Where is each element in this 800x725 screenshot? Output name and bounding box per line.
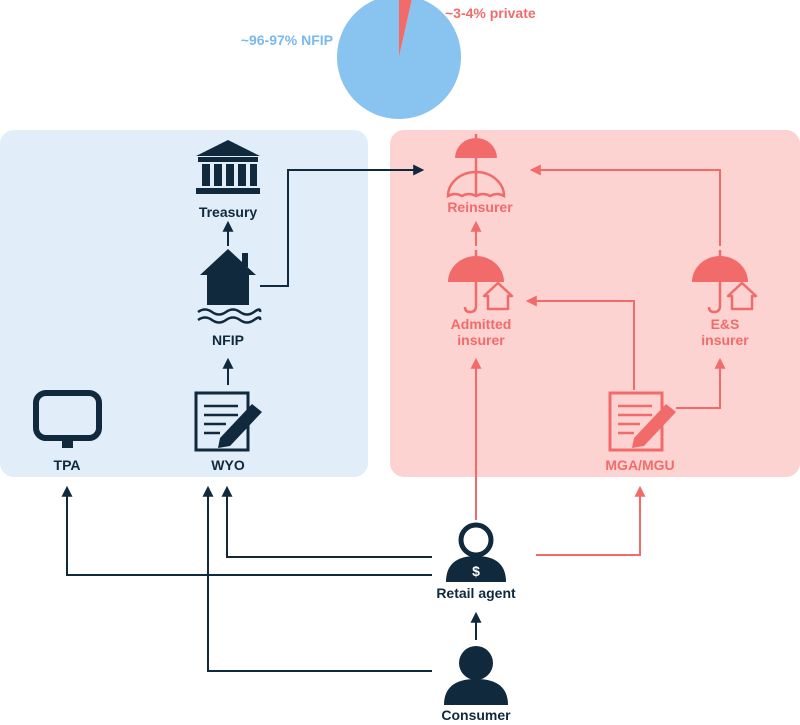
wyo-document-icon xyxy=(194,391,262,452)
wyo-label: WYO xyxy=(211,457,245,473)
treasury-icon xyxy=(196,140,260,194)
svg-text:$: $ xyxy=(472,563,480,579)
admitted-umbrella-house-icon xyxy=(448,250,514,314)
public-connectors xyxy=(61,164,482,672)
tpa-monitor-icon xyxy=(33,390,102,448)
arrow-es-to-reinsurer xyxy=(529,164,721,246)
pie-slice-nfip xyxy=(337,0,462,119)
tpa-label: TPA xyxy=(54,457,81,473)
market-share-pie: ~96-97% NFIP ~3-4% private xyxy=(241,0,536,119)
retail-agent-label: Retail agent xyxy=(436,585,516,601)
arrow-consumer-to-wyo xyxy=(202,485,432,672)
arrow-agent-to-tpa xyxy=(61,485,432,576)
private-panel xyxy=(390,130,800,477)
consumer-label: Consumer xyxy=(441,707,511,723)
mga-label: MGA/MGU xyxy=(605,457,674,473)
reinsurer-label: Reinsurer xyxy=(447,199,513,215)
retail-agent-icon: $ xyxy=(446,522,506,582)
pie-label-private: ~3-4% private xyxy=(445,5,536,21)
es-umbrella-house-icon xyxy=(692,250,758,314)
reinsurer-umbrellas-icon xyxy=(446,134,506,199)
mga-document-icon xyxy=(608,391,676,452)
arrow-agent-to-mga xyxy=(536,485,646,556)
arrow-agent-to-wyo xyxy=(221,485,432,558)
nfip-label: NFIP xyxy=(212,332,244,348)
treasury-label: Treasury xyxy=(199,204,258,220)
pie-label-nfip: ~96-97% NFIP xyxy=(241,32,333,48)
es-label-line1: E&S xyxy=(711,316,740,332)
public-panel xyxy=(0,130,368,477)
nfip-house-icon xyxy=(197,249,262,324)
arrow-mga-to-es xyxy=(676,357,726,409)
arrow-nfip-to-reinsurer xyxy=(260,164,425,287)
es-label-line2: insurer xyxy=(701,332,749,348)
consumer-icon xyxy=(444,646,508,705)
private-connectors xyxy=(470,164,726,556)
pie-slice-private xyxy=(399,0,412,57)
admitted-label-line1: Admitted xyxy=(451,316,512,332)
admitted-label-line2: insurer xyxy=(457,332,505,348)
arrow-mga-to-admitted xyxy=(525,295,635,390)
